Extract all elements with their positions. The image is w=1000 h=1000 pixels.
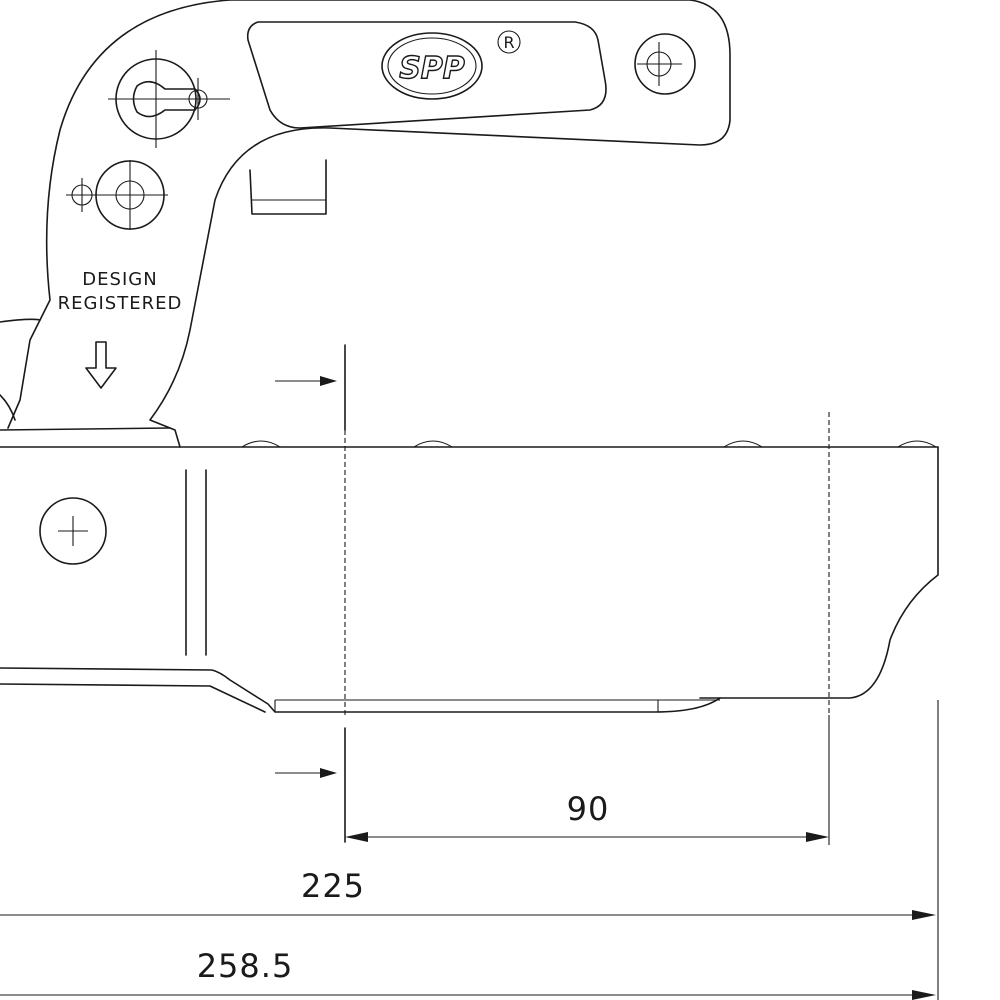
svg-text:SPP: SPP xyxy=(399,51,465,86)
design-note: DESIGN REGISTERED xyxy=(58,269,183,389)
pivot-hole-right xyxy=(634,33,696,95)
dimension-225-label: 225 xyxy=(301,867,365,905)
section-markers xyxy=(275,344,346,843)
coupling-body xyxy=(0,440,939,713)
dimension-90-label: 90 xyxy=(567,790,610,828)
dimension-258-5-label: 258.5 xyxy=(197,947,294,985)
dimension-258-5: 258.5 xyxy=(0,700,939,1000)
dimension-90: 90 xyxy=(345,715,830,845)
locking-hole xyxy=(66,160,168,230)
spp-logo: SPP R xyxy=(381,30,521,100)
dimension-225: 225 xyxy=(0,867,936,920)
body-bolt-hole xyxy=(39,497,107,565)
coupling-handle xyxy=(0,0,731,448)
down-arrow-icon xyxy=(85,341,117,389)
svg-text:R: R xyxy=(503,33,514,52)
note-design: DESIGN xyxy=(82,269,157,290)
keyhole-slot xyxy=(108,50,230,148)
note-registered: REGISTERED xyxy=(58,293,183,314)
